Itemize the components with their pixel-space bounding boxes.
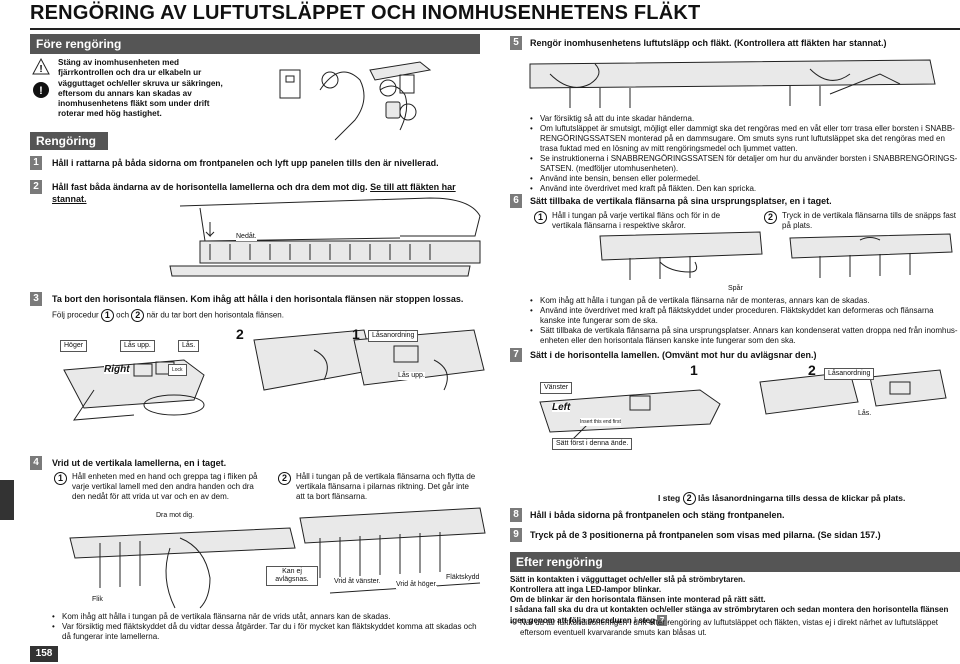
after-line: Kontrollera att inga LED-lampor blinkar. <box>510 585 662 594</box>
step-7-note-post: lås låsanordningarna tills dessa de klic… <box>697 492 906 503</box>
step-4-number: 4 <box>30 456 42 470</box>
step-5-illustration <box>529 59 936 108</box>
step-5-bullet: Om luftutsläppet är smutsigt, möjligt el… <box>530 124 958 154</box>
after-cleaning-bullets: När du tar luftkonditioneringen i drift … <box>510 618 958 638</box>
unit-open-illustration <box>169 197 481 277</box>
step-3-circled-1: 1 <box>352 326 360 342</box>
step-8-text: Håll i båda sidorna på frontpanelen och … <box>530 510 785 520</box>
step-6-sub-1: Håll i tungan på varje vertikal fläns oc… <box>552 211 721 230</box>
step-2-main: Håll fast båda ändarna av de horisontell… <box>52 182 368 192</box>
label-lock-mechanism-7: Låsanordning <box>824 368 875 380</box>
label-flap: Flik <box>92 596 103 604</box>
step-3-subtext: Följ procedur 1 och 2 när du tar bort de… <box>52 309 472 322</box>
step-6-circled-1: 1 <box>534 211 547 224</box>
label-pull: Dra mot dig. <box>156 512 195 520</box>
step-7-circled-1: 1 <box>690 362 698 378</box>
step-5-number: 5 <box>510 36 522 50</box>
unplug-illustration <box>279 61 432 141</box>
warning-text: Stäng av inomhusenheten med fjärrkontrol… <box>58 58 223 119</box>
circled-2: 2 <box>131 309 145 322</box>
label-right-script: Right <box>104 364 130 375</box>
label-turn-right: Vrid åt höger. <box>396 581 438 589</box>
step-4-circled-1: 1 <box>54 472 67 485</box>
warning-icon: ! ! <box>32 57 50 98</box>
label-fan-guard: Fläktskydd <box>446 574 480 582</box>
step-5-bullet: Se instruktionerna i SNABBRENGÖRINGSSATS… <box>530 154 958 174</box>
step-7-note-pre: I steg <box>658 492 681 503</box>
step-5-text: Rengör inomhusenhetens luftutsläpp och f… <box>530 38 887 48</box>
step-4-bullets: Kom ihåg att hålla i tungan på de vertik… <box>52 612 486 642</box>
label-down: Nedåt. <box>236 233 257 241</box>
step-1-text: Håll i rattarna på båda sidorna om front… <box>52 158 439 168</box>
after-line: Sätt in kontakten i vägguttaget och/elle… <box>510 575 746 584</box>
step-5-bullet: Var försiktig så att du inte skadar händ… <box>530 114 958 124</box>
step-4-text: Vrid ut de vertikala lamellerna, en i ta… <box>52 458 227 468</box>
label-right: Höger <box>60 340 88 352</box>
label-lock-small: Lock <box>168 364 187 376</box>
step-7-note-circled: 2 <box>682 492 696 505</box>
section-tab <box>0 480 14 520</box>
step-4-illustration <box>69 507 486 609</box>
step-6-text: Sätt tillbaka de vertikala flänsarna på … <box>530 196 832 206</box>
svg-text:!: ! <box>39 85 43 97</box>
step-6-bullets: Kom ihåg att hålla i tungan på de vertik… <box>530 296 958 346</box>
step-3-sub-mid: och <box>116 310 130 320</box>
step-6-sub-2: Tryck in de vertikala flänsarna tills de… <box>782 211 957 230</box>
step-4-sub-2: Håll i tungan på de vertikala flänsarna … <box>296 472 476 501</box>
step-6-circled-2: 2 <box>764 211 777 224</box>
after-line: Om de blinkar är den horisontala flänsen… <box>510 595 766 604</box>
step-3-text: Ta bort den horisontala flänsen. Kom ihå… <box>52 294 464 304</box>
step-7-text: Sätt i de horisontella lamellen. (Omvänt… <box>530 350 817 360</box>
step-5-bullets: Var försiktig så att du inte skadar händ… <box>530 114 958 194</box>
step-7-note: I steg 2 lås låsanordningarna tills dess… <box>658 492 958 505</box>
step-6-illustration <box>599 231 953 280</box>
step-6-number: 6 <box>510 194 522 208</box>
step-6-bullet: Sätt tillbaka de vertikala flänsarna på … <box>530 326 958 346</box>
label-groove: Spår <box>728 285 743 293</box>
step-5-bullet: Använd inte överdrivet med kraft på fläk… <box>530 184 958 194</box>
label-left-script: Left <box>552 402 571 413</box>
cleaning-header: Rengöring <box>30 132 108 150</box>
step-3-circled-2: 2 <box>236 326 244 342</box>
step-4-sub-1: Håll enheten med en hand och greppa tag … <box>72 472 258 501</box>
step-3-sub-post: när du tar bort den horisontala flänsen. <box>146 310 284 320</box>
label-turn-left: Vrid åt vänster. <box>334 578 381 586</box>
step-4-circled-2: 2 <box>278 472 291 485</box>
step-7-illustration <box>539 369 947 443</box>
step-5-bullet: Använd inte bensin, bensen eller polerme… <box>530 174 958 184</box>
before-cleaning-header: Före rengöring <box>30 34 480 54</box>
step-7-number: 7 <box>510 348 522 362</box>
step-6-bullet: Använd inte överdrivet med kraft på fläk… <box>530 306 958 326</box>
page-number: 158 <box>30 646 58 662</box>
label-unlock-2: Lås upp. <box>398 372 425 380</box>
circled-1: 1 <box>100 309 114 322</box>
label-left: Vänster <box>540 382 573 394</box>
label-insert-first: Sätt först i denna ände. <box>552 438 633 450</box>
step-3-sub-pre: Följ procedur <box>52 310 99 320</box>
page-title: RENGÖRING AV LUFTUTSLÄPPET OCH INOMHUSEN… <box>30 2 701 24</box>
label-insert-small: Insert this end first <box>580 418 621 426</box>
step-6-bullet: Kom ihåg att hålla i tungan på de vertik… <box>530 296 958 306</box>
step-1-number: 1 <box>30 156 42 170</box>
after-cleaning-bullet: När du tar luftkonditioneringen i drift … <box>510 618 958 638</box>
step-4-bullet: Var försiktig med fläktskyddet då du vid… <box>52 622 486 642</box>
label-lock: Lås. <box>178 340 200 352</box>
step-2-underlined: Se till att fläkten har stannat. <box>52 182 456 204</box>
title-divider <box>30 28 960 30</box>
step-3-number: 3 <box>30 292 42 306</box>
step-2-text: Håll fast båda ändarna av de horisontell… <box>52 181 482 205</box>
label-not-removable: Kan ej avlägsnas. <box>266 566 318 586</box>
step-7-circled-2: 2 <box>808 362 816 378</box>
step-9-number: 9 <box>510 528 522 542</box>
step-9-text: Tryck på de 3 positionerna på frontpanel… <box>530 530 881 540</box>
svg-text:!: ! <box>39 64 42 75</box>
label-lock-7: Lås. <box>858 410 872 418</box>
step-2-number: 2 <box>30 180 42 194</box>
step-8-number: 8 <box>510 508 522 522</box>
step-4-bullet: Kom ihåg att hålla i tungan på de vertik… <box>52 612 486 622</box>
after-cleaning-header: Efter rengöring <box>510 552 960 572</box>
label-unlock: Lås upp. <box>120 340 155 352</box>
label-lock-mechanism: Låsanordning <box>368 330 419 342</box>
